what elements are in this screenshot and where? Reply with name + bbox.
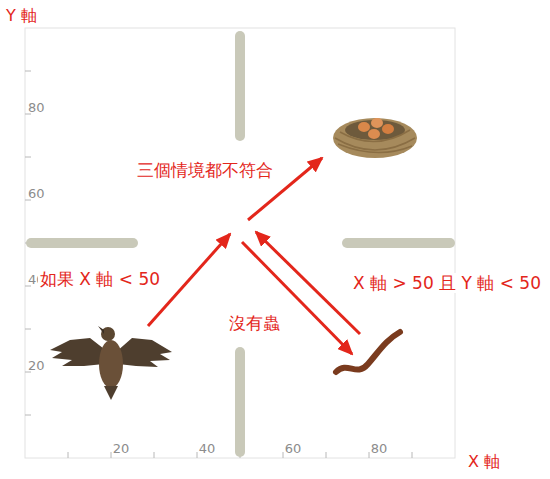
tick-label-holder: 20 <box>113 438 130 457</box>
worm-picture <box>336 332 400 372</box>
nest-picture <box>333 118 417 158</box>
tick-mark <box>154 452 155 458</box>
tick-label: 40 <box>199 441 216 457</box>
condition-label: X 軸 > 50 且 Y 軸 < 50 <box>351 273 543 293</box>
tick-label-holder: 80 <box>28 97 45 116</box>
tick-mark <box>326 452 327 458</box>
axis-title-holder: Y 軸 <box>6 6 37 25</box>
tick-mark <box>25 71 31 72</box>
tick-mark <box>197 452 198 458</box>
axis-title-holder: X 軸 <box>468 452 500 471</box>
axis-title: X 軸 <box>468 452 500 471</box>
tick-label-holder: 80 <box>371 438 388 457</box>
tick-label-holder: 60 <box>28 183 45 202</box>
tick-label-holder: 20 <box>28 355 45 374</box>
quadrant-bars <box>31 36 450 452</box>
tick-label: 80 <box>28 100 45 116</box>
tick-mark <box>111 452 112 458</box>
tick-mark <box>412 452 413 458</box>
tick-mark <box>369 452 370 458</box>
axis-ticks <box>25 71 412 458</box>
tick-label: 60 <box>285 441 302 457</box>
tick-label-holder: 60 <box>285 438 302 457</box>
condition-label-holder: 如果 X 軸 < 50 <box>38 269 162 289</box>
tick-label-holder: 40 <box>199 438 216 457</box>
condition-label-holder: 沒有蟲 <box>227 313 282 333</box>
tick-label: 20 <box>28 358 45 374</box>
bird-picture <box>50 326 172 400</box>
tick-mark <box>25 157 31 158</box>
tick-mark <box>25 329 31 330</box>
tick-mark <box>25 415 31 416</box>
plot-frame <box>25 28 455 458</box>
axis-title: Y 軸 <box>6 6 37 25</box>
tick-label: 80 <box>371 441 388 457</box>
tick-mark <box>283 452 284 458</box>
flow-arrows <box>148 158 360 354</box>
condition-label: 三個情境都不符合 <box>135 160 275 180</box>
condition-label-holder: X 軸 > 50 且 Y 軸 < 50 <box>351 273 543 293</box>
condition-label-holder: 三個情境都不符合 <box>135 160 275 180</box>
condition-label: 如果 X 軸 < 50 <box>38 269 162 289</box>
tick-label: 20 <box>113 441 130 457</box>
tick-mark <box>68 452 69 458</box>
tick-label: 60 <box>28 186 45 202</box>
condition-label: 沒有蟲 <box>227 313 282 333</box>
